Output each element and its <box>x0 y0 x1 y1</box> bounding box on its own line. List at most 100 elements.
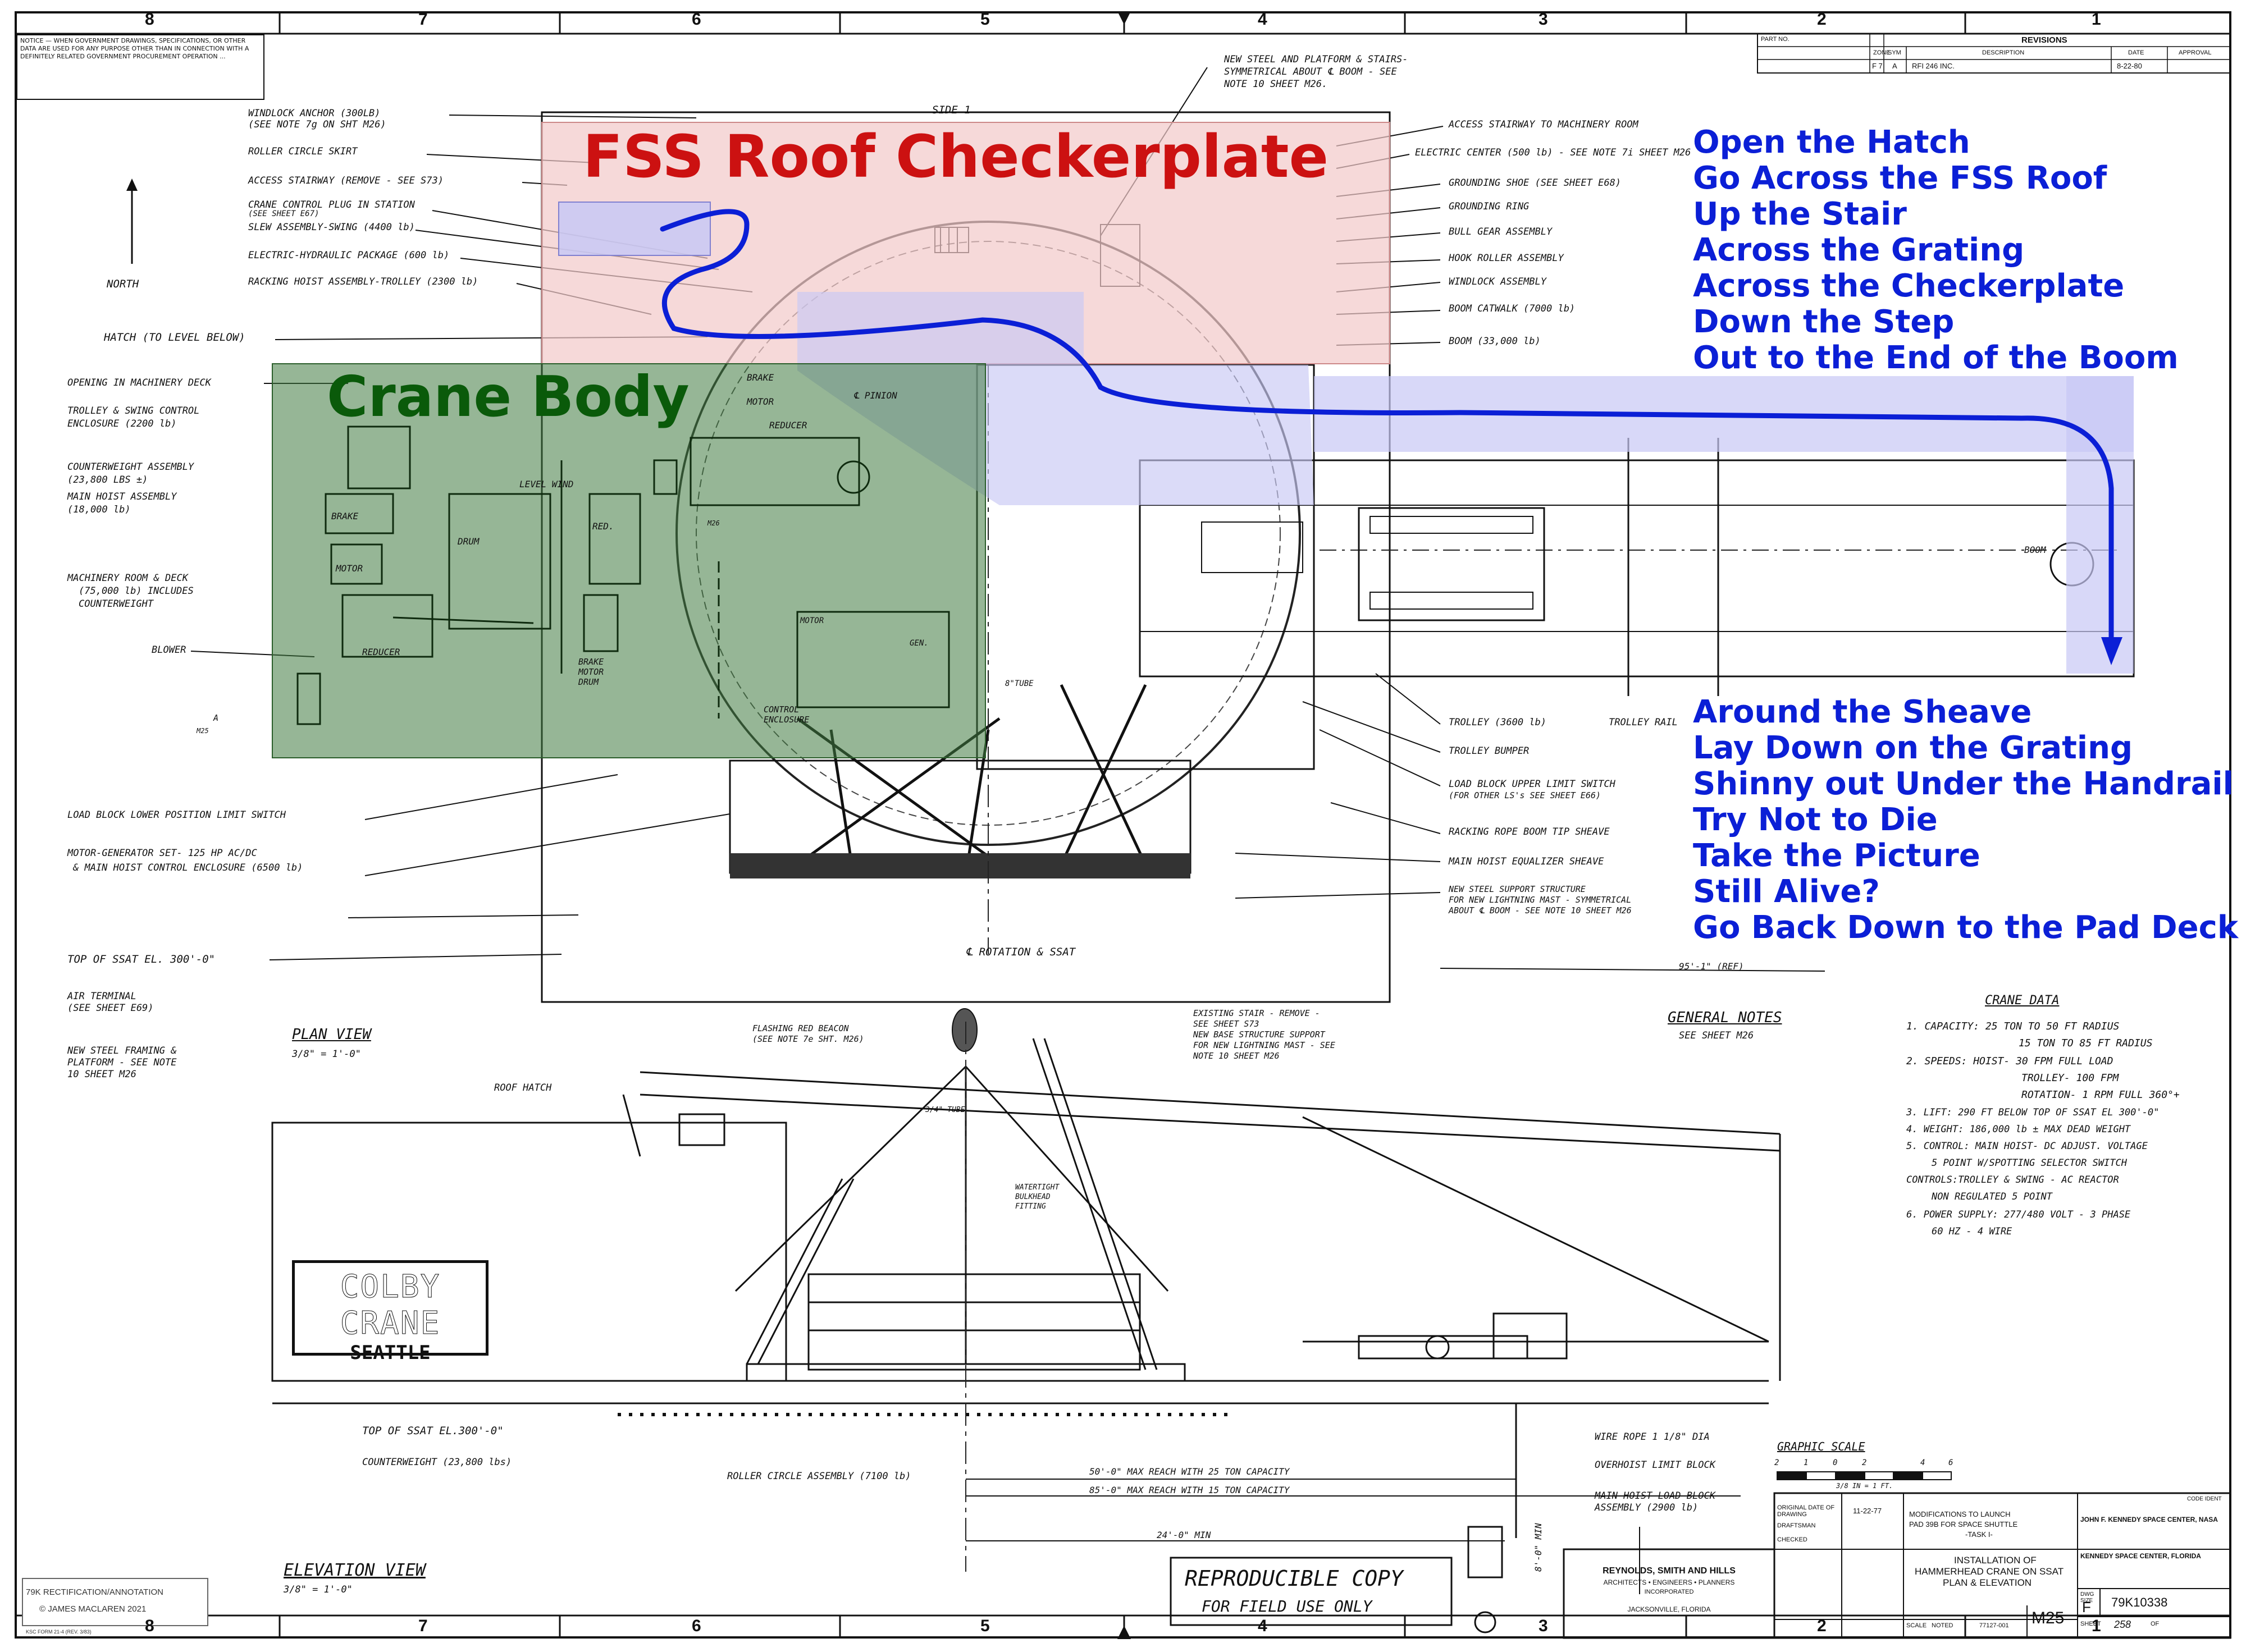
route-step: Shinny out Under the Handrail <box>1693 766 2234 802</box>
left-label: NEW STEEL FRAMING & <box>67 1045 177 1056</box>
scale-label: SCALE <box>1906 1622 1927 1629</box>
left-label: ELECTRIC-HYDRAULIC PACKAGE (600 lb) <box>248 250 450 261</box>
elevation-label: BULKHEAD <box>1015 1193 1051 1201</box>
machinery-label: DRUM <box>458 536 480 547</box>
drafted-label: DRAFTSMAN <box>1777 1522 1816 1529</box>
plan-view-title: PLAN VIEW <box>292 1026 371 1043</box>
left-label: TOP OF SSAT EL. 300'-0" <box>67 953 216 965</box>
right-label: ELECTRIC CENTER (500 lb) - SEE NOTE 7i S… <box>1415 147 1691 158</box>
zone-number: 7 <box>418 10 428 29</box>
left-label: ACCESS STAIRWAY (REMOVE - SEE S73) <box>248 175 444 186</box>
left-label: (23,800 LBS ±) <box>67 474 148 486</box>
route-step: Across the Grating <box>1693 232 2025 268</box>
mod-line2: PAD 39B FOR SPACE SHUTTLE <box>1909 1520 2018 1529</box>
machinery-label: ℄ PINION <box>853 390 897 401</box>
right-label: WINDLOCK ASSEMBLY <box>1449 276 1546 287</box>
elevation-label: COUNTERWEIGHT (23,800 lbs) <box>362 1457 512 1468</box>
crane-data-line: 1. CAPACITY: 25 TON TO 50 FT RADIUS <box>1906 1021 2120 1032</box>
machinery-label: BRAKE <box>747 372 774 383</box>
route-step: Around the Sheave <box>1693 694 2032 730</box>
left-label: COUNTERWEIGHT ASSEMBLY <box>67 461 194 473</box>
rev-col-approval: APPROVAL <box>2179 49 2212 56</box>
hatch-grating-region <box>558 202 711 256</box>
right-label: GROUNDING RING <box>1449 201 1530 212</box>
scale-tick: 2 <box>1774 1458 1779 1467</box>
left-label: 10 SHEET M26 <box>67 1069 136 1080</box>
elevation-view-scale: 3/8" = 1'-0" <box>284 1584 353 1595</box>
zone-number: 5 <box>980 1617 990 1635</box>
rev-col-zone: ZONE <box>1873 49 1891 56</box>
stamp-line1: REPRODUCIBLE COPY <box>1185 1566 1403 1591</box>
general-notes-sub: SEE SHEET M26 <box>1679 1030 1754 1041</box>
elevation-label: 8'-0" MIN <box>1533 1523 1544 1572</box>
elevation-label: MAIN HOIST LOAD BLOCK <box>1595 1490 1715 1502</box>
elevation-label: EXISTING STAIR - REMOVE - <box>1193 1008 1320 1018</box>
left-label: (75,000 lb) INCLUDES <box>79 585 194 597</box>
elevation-label: 24'-0" MIN <box>1157 1530 1211 1540</box>
left-label: OPENING IN MACHINERY DECK <box>67 377 211 388</box>
machinery-label: BOOM <box>2024 544 2046 555</box>
part-no-label: PART NO. <box>1761 36 1790 43</box>
crane-data-line: 5. CONTROL: MAIN HOIST- DC ADJUST. VOLTA… <box>1906 1141 2148 1152</box>
rev-col-date: DATE <box>2128 49 2144 56</box>
crane-data-line: 5 POINT W/SPOTTING SELECTOR SWITCH <box>1932 1157 2127 1169</box>
corner-notice: NOTICE — WHEN GOVERNMENT DRAWINGS, SPECI… <box>20 37 249 60</box>
left-label: & MAIN HOIST CONTROL ENCLOSURE (6500 lb) <box>73 862 303 873</box>
machinery-label: CONTROL ENCLOSURE <box>764 704 810 725</box>
right-label: LOAD BLOCK UPPER LIMIT SWITCH <box>1449 779 1615 790</box>
zone-number: 8 <box>145 1617 154 1635</box>
checked-label: CHECKED <box>1777 1536 1807 1543</box>
right-label: TROLLEY BUMPER <box>1449 745 1530 757</box>
elevation-label: WIRE ROPE 1 1/8" DIA <box>1595 1431 1710 1443</box>
left-label: COUNTERWEIGHT <box>79 598 154 610</box>
footer-form: KSC FORM 21-4 (REV. 3/83) <box>26 1629 92 1635</box>
zone-number: 5 <box>980 10 990 29</box>
right-label: FOR NEW LIGHTNING MAST - SYMMETRICAL <box>1449 895 1632 905</box>
dimension-label: 95'-1" (REF) <box>1679 961 1744 972</box>
general-notes-title: GENERAL NOTES <box>1668 1009 1782 1026</box>
machinery-label: M25 <box>197 727 209 735</box>
firm-inc: INCORPORATED <box>1644 1589 1694 1595</box>
zone-number: 1 <box>2092 1617 2101 1635</box>
route-arrowhead <box>2101 637 2122 665</box>
mod-line1: MODIFICATIONS TO LAUNCH <box>1909 1510 2011 1518</box>
crane-data-line: 2. SPEEDS: HOIST- 30 FPM FULL LOAD <box>1906 1055 2113 1067</box>
zone-number: 4 <box>1258 1617 1267 1635</box>
crane-data-title: CRANE DATA <box>1985 994 2060 1008</box>
boom-tip-grating-region <box>2066 376 2134 674</box>
elevation-label: FOR NEW LIGHTNING MAST - SEE <box>1193 1040 1335 1050</box>
elevation-label: 85'-0" MAX REACH WITH 15 TON CAPACITY <box>1089 1485 1290 1495</box>
colby-crane-logo: COLBY CRANE SEATTLE <box>292 1260 489 1364</box>
zone-number: 8 <box>145 10 154 29</box>
side-label: SIDE 1 <box>932 104 971 116</box>
scale-tick: 0 <box>1833 1458 1838 1467</box>
firm-name: REYNOLDS, SMITH AND HILLS <box>1603 1566 1736 1576</box>
elevation-label: SEE SHEET S73 <box>1193 1019 1259 1029</box>
crane-data-line: TROLLEY- 100 FPM <box>2021 1072 2119 1084</box>
scale-tick: 2 <box>1862 1458 1867 1467</box>
route-step: Across the Checkerplate <box>1693 268 2125 304</box>
rev-sym: A <box>1892 62 1897 70</box>
left-label: LOAD BLOCK LOWER POSITION LIMIT SWITCH <box>67 809 286 821</box>
machinery-label: REDUCER <box>362 647 400 657</box>
right-label: (FOR OTHER LS's SEE SHEET E66) <box>1449 790 1601 800</box>
zone-number: 3 <box>1539 10 1548 29</box>
elevation-label: (SEE NOTE 7e SHT. M26) <box>752 1034 864 1044</box>
sheet-of-label: OF <box>2151 1621 2160 1627</box>
rev-zone: F 7 <box>1872 62 1883 70</box>
firm-sub: ARCHITECTS • ENGINEERS • PLANNERS <box>1603 1578 1735 1586</box>
crane-data-line: ROTATION- 1 RPM FULL 360°+ <box>2021 1089 2180 1101</box>
elevation-label: TOP OF SSAT EL.300'-0" <box>362 1425 504 1437</box>
top-note-line: SYMMETRICAL ABOUT ℄ BOOM - SEE <box>1224 66 1397 77</box>
inst-line2: HAMMERHEAD CRANE ON SSAT <box>1915 1566 2064 1577</box>
left-label: AIR TERMINAL <box>67 991 136 1002</box>
original-date: 11-22-77 <box>1853 1507 1882 1515</box>
elevation-label: WATERTIGHT <box>1015 1183 1060 1192</box>
left-label: ROLLER CIRCLE SKIRT <box>248 146 358 157</box>
rotation-label: ℄ ROTATION & SSAT <box>966 946 1076 958</box>
route-step: Go Across the FSS Roof <box>1693 160 2107 196</box>
elevation-label: FLASHING RED BEACON <box>752 1023 849 1033</box>
revisions-header: REVISIONS <box>2021 35 2067 45</box>
right-label: TROLLEY RAIL <box>1609 717 1678 728</box>
